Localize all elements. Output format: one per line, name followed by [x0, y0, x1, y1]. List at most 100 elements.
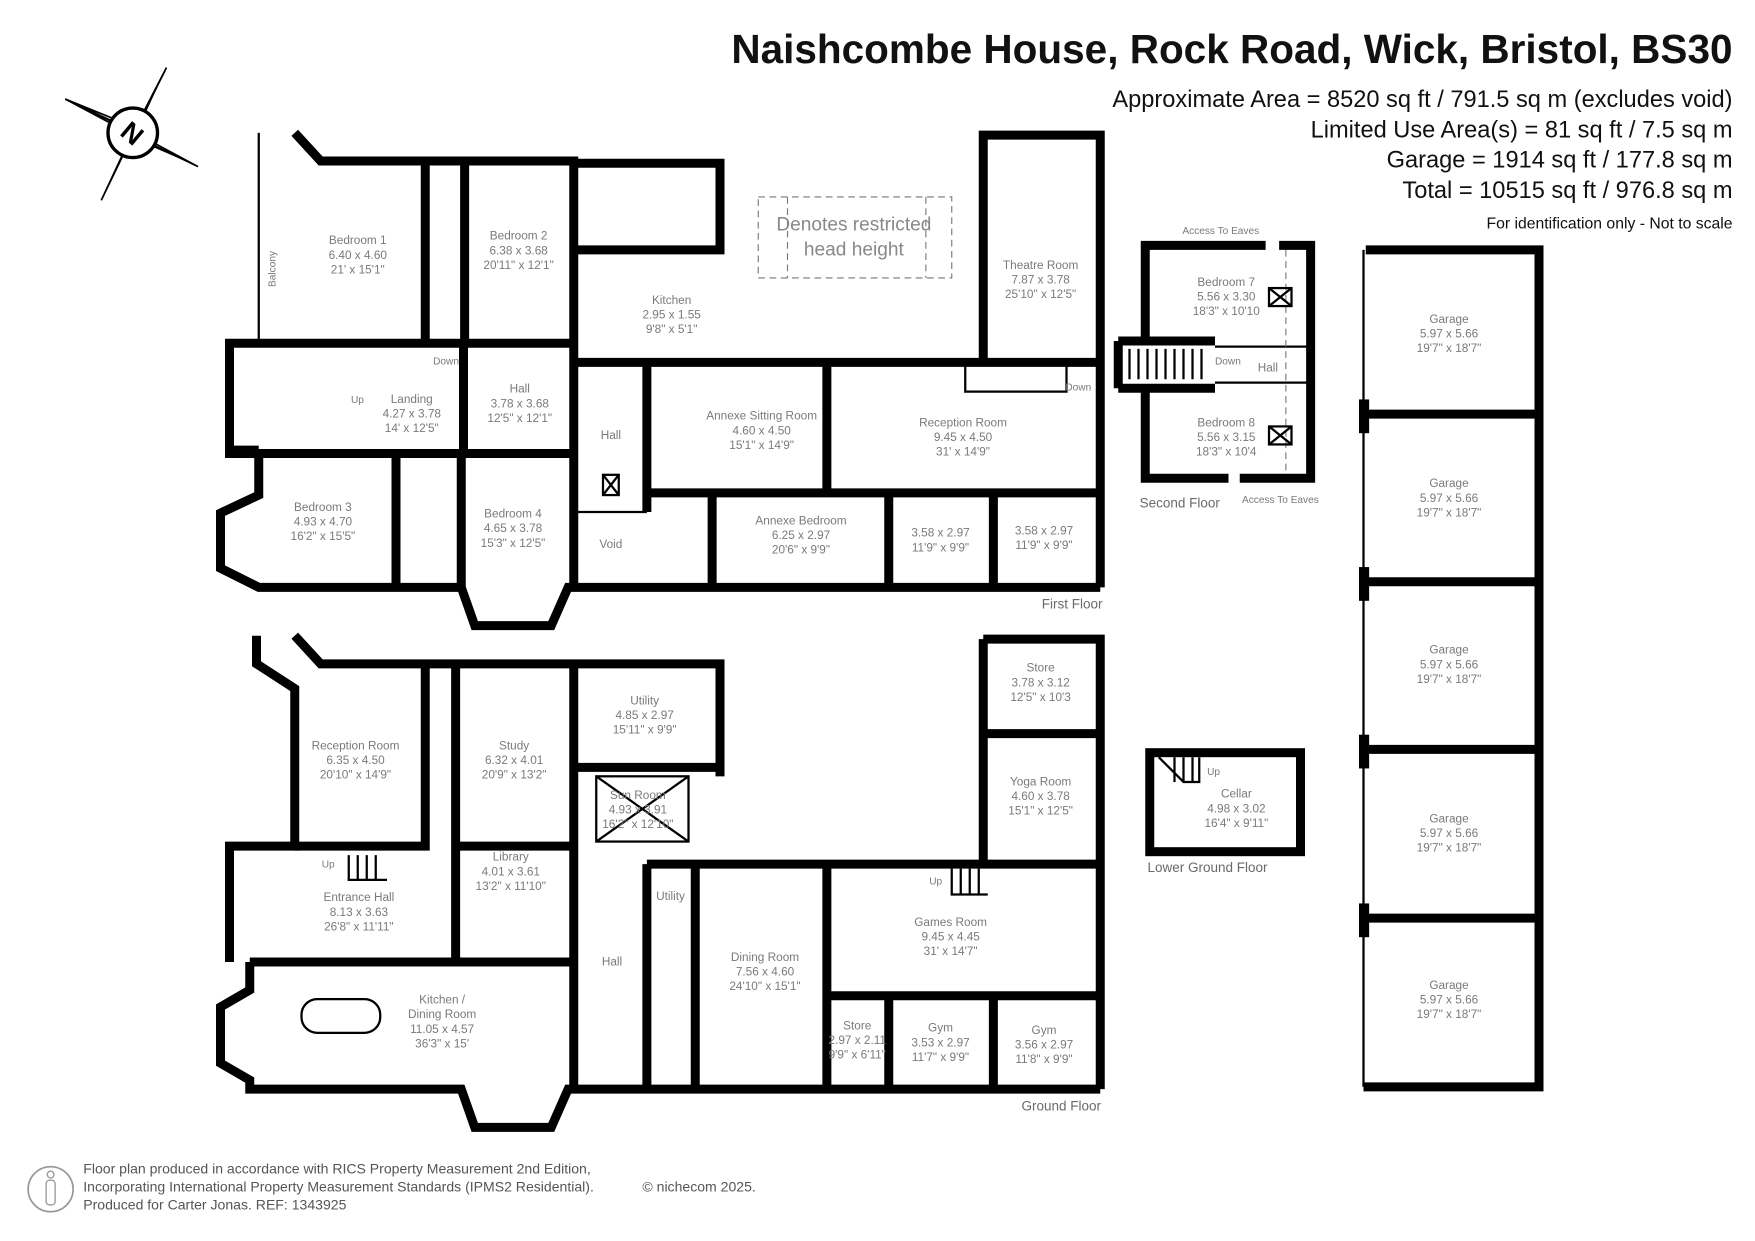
svg-text:5.56 x 3.30: 5.56 x 3.30: [1197, 289, 1256, 303]
garage-walls: [1359, 245, 1544, 1092]
svg-text:Bedroom 2: Bedroom 2: [490, 229, 548, 243]
ground-floor-walls: [216, 632, 1105, 1132]
svg-text:Bedroom 4: Bedroom 4: [484, 507, 542, 521]
footer-line-1: Floor plan produced in accordance with R…: [83, 1160, 591, 1176]
svg-text:18'3" x 10'4: 18'3" x 10'4: [1196, 445, 1257, 459]
svg-text:Void: Void: [599, 537, 622, 551]
svg-text:Cellar: Cellar: [1221, 787, 1252, 801]
svg-text:Garage: Garage: [1429, 643, 1469, 657]
svg-text:3.78 x 3.68: 3.78 x 3.68: [491, 396, 550, 410]
svg-text:14' x 12'5": 14' x 12'5": [385, 421, 439, 435]
room-void: Void: [599, 537, 622, 551]
svg-text:4.93 x 3.91: 4.93 x 3.91: [609, 802, 667, 816]
svg-text:9'8" x 5'1": 9'8" x 5'1": [646, 322, 698, 336]
svg-text:4.27 x 3.78: 4.27 x 3.78: [383, 406, 442, 420]
svg-text:Theatre Room: Theatre Room: [1003, 258, 1079, 272]
svg-text:12'5" x 12'1": 12'5" x 12'1": [487, 411, 552, 425]
svg-text:Library: Library: [493, 850, 529, 864]
first-floor-walls: [216, 129, 1105, 631]
garage-area: Garage = 1914 sq ft / 177.8 sq m: [1387, 148, 1733, 174]
svg-text:6.35 x 4.50: 6.35 x 4.50: [326, 753, 385, 767]
identification-note: For identification only - Not to scale: [1487, 215, 1733, 232]
svg-text:15'1" x 14'9": 15'1" x 14'9": [729, 438, 794, 452]
svg-text:4.85 x 2.97: 4.85 x 2.97: [615, 708, 673, 722]
svg-text:Reception Room: Reception Room: [312, 738, 400, 752]
svg-text:3.56 x 2.97: 3.56 x 2.97: [1015, 1038, 1073, 1052]
svg-text:Hall: Hall: [510, 382, 530, 396]
svg-text:20'11" x 12'1": 20'11" x 12'1": [483, 258, 553, 272]
svg-text:Gym: Gym: [1032, 1023, 1057, 1037]
svg-text:Bedroom 7: Bedroom 7: [1197, 275, 1255, 289]
stairs-up-label: Up: [351, 395, 364, 406]
room-hall-annexe: Hall: [601, 428, 621, 442]
room-hall-second: Hall: [1258, 360, 1278, 374]
stairs-down-label: Down: [1065, 382, 1091, 393]
svg-text:Games Room: Games Room: [914, 915, 987, 929]
svg-text:5.97 x 5.66: 5.97 x 5.66: [1420, 657, 1479, 671]
svg-text:Hall: Hall: [602, 954, 622, 968]
ground-floor-label: Ground Floor: [1022, 1098, 1102, 1113]
svg-text:Bedroom 8: Bedroom 8: [1197, 415, 1255, 429]
svg-text:Hall: Hall: [601, 428, 621, 442]
svg-text:15'11" x 9'9": 15'11" x 9'9": [613, 723, 677, 737]
svg-text:21' x 15'1": 21' x 15'1": [331, 262, 385, 276]
svg-text:Dining Room: Dining Room: [731, 950, 799, 964]
access-to-eaves-label: Access To Eaves: [1242, 495, 1319, 506]
svg-text:13'2" x 11'10": 13'2" x 11'10": [476, 879, 546, 893]
svg-text:5.97 x 5.66: 5.97 x 5.66: [1420, 993, 1479, 1007]
svg-text:19'7" x 18'7": 19'7" x 18'7": [1417, 1007, 1482, 1021]
svg-text:Study: Study: [499, 738, 529, 752]
svg-text:5.56 x 3.15: 5.56 x 3.15: [1197, 430, 1256, 444]
svg-text:6.32 x 4.01: 6.32 x 4.01: [485, 753, 543, 767]
svg-text:Gym: Gym: [928, 1021, 953, 1035]
svg-text:Sun Room: Sun Room: [610, 788, 666, 802]
svg-text:20'9" x 13'2": 20'9" x 13'2": [482, 768, 547, 782]
limited-use-area: Limited Use Area(s) = 81 sq ft / 7.5 sq …: [1311, 117, 1733, 143]
balcony-label: Balcony: [268, 250, 279, 287]
svg-text:6.38 x 3.68: 6.38 x 3.68: [489, 243, 548, 257]
total-area: Total = 10515 sq ft / 976.8 sq m: [1402, 178, 1732, 204]
svg-text:20'10" x 14'9": 20'10" x 14'9": [320, 768, 391, 782]
svg-text:19'7" x 18'7": 19'7" x 18'7": [1417, 505, 1482, 519]
svg-text:4.01 x 3.61: 4.01 x 3.61: [482, 864, 540, 878]
svg-text:4.98 x 3.02: 4.98 x 3.02: [1207, 801, 1265, 815]
stairs-down-label: Down: [1215, 357, 1241, 368]
svg-text:11'7" x 9'9": 11'7" x 9'9": [912, 1050, 969, 1064]
svg-text:4.93 x 4.70: 4.93 x 4.70: [294, 514, 353, 528]
svg-text:31' x 14'9": 31' x 14'9": [936, 445, 990, 459]
svg-text:3.53 x 2.97: 3.53 x 2.97: [911, 1035, 969, 1049]
svg-text:11.05 x 4.57: 11.05 x 4.57: [410, 1022, 474, 1036]
svg-text:11'9" x 9'9": 11'9" x 9'9": [1015, 538, 1072, 552]
svg-text:Garage: Garage: [1429, 978, 1469, 992]
svg-text:24'10" x 15'1": 24'10" x 15'1": [729, 979, 800, 993]
svg-text:Annexe Bedroom: Annexe Bedroom: [755, 513, 846, 527]
svg-text:6.40 x 4.60: 6.40 x 4.60: [329, 248, 388, 262]
svg-text:26'8" x 11'11": 26'8" x 11'11": [324, 919, 394, 933]
svg-text:11'9" x 9'9": 11'9" x 9'9": [912, 540, 969, 554]
room-utility-2: Utility: [656, 889, 685, 903]
person-scale-icon: [27, 1165, 74, 1213]
restricted-head-height-area: Denotes restricted head height: [757, 196, 953, 279]
svg-text:Utility: Utility: [656, 889, 685, 903]
svg-text:36'3" x 15': 36'3" x 15': [415, 1036, 469, 1050]
svg-text:7.87 x 3.78: 7.87 x 3.78: [1011, 273, 1070, 287]
first-floor-label: First Floor: [1042, 597, 1103, 612]
svg-text:Store: Store: [1027, 661, 1056, 675]
svg-text:31' x 14'7": 31' x 14'7": [924, 944, 978, 958]
footer-line-3: Produced for Carter Jonas. REF: 1343925: [83, 1196, 346, 1212]
svg-text:Kitchen: Kitchen: [652, 293, 691, 307]
